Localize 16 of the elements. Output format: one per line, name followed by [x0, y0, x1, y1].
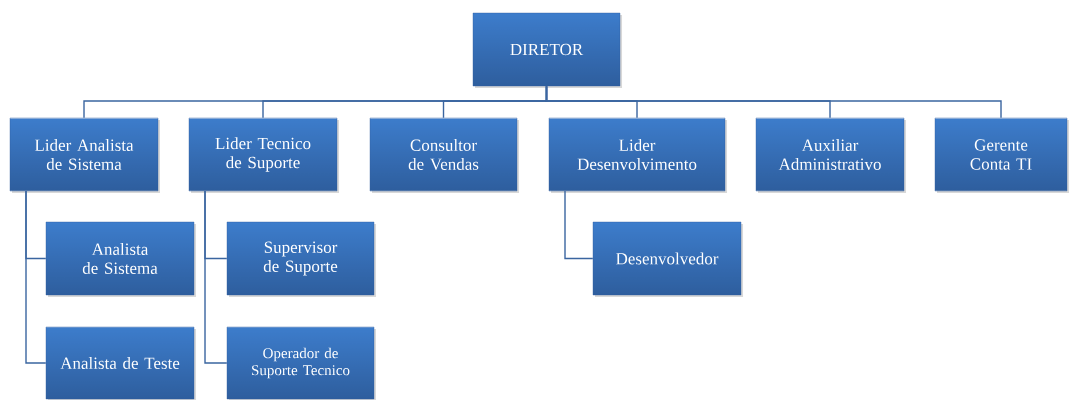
org-box: Gerente Conta TI — [934, 117, 1069, 193]
connector-line — [564, 190, 594, 260]
org-box: Lider Analista de Sistema — [9, 117, 160, 193]
connector-line — [545, 85, 1002, 119]
org-box: Supervisor de Suporte — [226, 221, 376, 297]
org-box: Operador de Suporte Tecnico — [226, 326, 376, 400]
org-box: Consultor de Vendas — [369, 117, 519, 193]
org-box: Auxiliar Administrativo — [755, 117, 906, 193]
org-box: Lider Tecnico de Suporte — [188, 117, 339, 193]
connector-line — [25, 190, 47, 364]
connector-line — [204, 190, 228, 364]
org-box: Lider Desenvolvimento — [548, 117, 727, 193]
org-box: DIRETOR — [472, 12, 622, 88]
org-box: Analista de Teste — [45, 326, 196, 400]
org-box: Analista de Sistema — [45, 221, 196, 297]
org-box: Desenvolvedor — [592, 221, 743, 297]
